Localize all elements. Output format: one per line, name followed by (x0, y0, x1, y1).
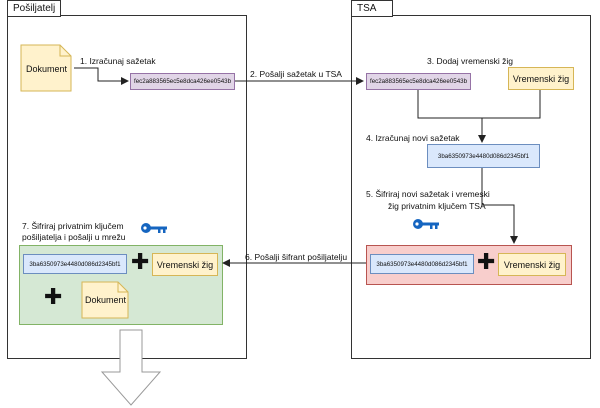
key-icon (141, 223, 167, 233)
hash-box-tsa: fec2a883565ec5e8dca426ee0543b (366, 73, 471, 90)
timestamp-box-tsa: Vremenski žig (508, 67, 574, 90)
arrow-doc-to-hash (74, 67, 129, 85)
step-6-label: 6. Pošalji šifrant pošiljatelju (245, 252, 348, 262)
step-3-label: 3. Dodaj vremenski žig (427, 56, 513, 66)
plus-icon: ✚ (477, 250, 496, 275)
arrow-ts-to-new (482, 89, 541, 119)
plus-icon: ✚ (131, 250, 150, 275)
step-4-label: 4. Izračunaj novi sažetak (366, 133, 460, 143)
hash-box-new-tsa: 3ba6350973e4480d086d2345bf1 (370, 254, 474, 274)
step-5-label-line2: žig privatnim ključem TSA (388, 201, 486, 211)
step-2-label: 2. Pošalji sažetak u TSA (250, 69, 342, 79)
step-7-label-line1: 7. Šifriraj privatnim ključem (22, 221, 124, 231)
timestamp-box-signed: Vremenski žig (498, 253, 566, 276)
document-label: Dokument (26, 64, 68, 74)
document-icon (20, 44, 72, 92)
step-7-label-line2: pošiljatelja i pošalji u mrežu (22, 232, 126, 242)
sender-lane-title: Pošiljatelj (7, 0, 62, 17)
hash-box-new-sender: 3ba6350973e4480d086d2345bf1 (23, 254, 127, 274)
plus-icon: ✚ (44, 285, 63, 310)
hash-box-new: 3ba6350973e4480d086d2345bf1 (427, 144, 540, 168)
document-icon (81, 281, 129, 319)
tsa-lane-title: TSA (351, 0, 393, 17)
arrow-hash-to-new (417, 89, 486, 143)
arrow-new-to-signed (481, 167, 518, 244)
down-arrow-icon (100, 329, 162, 406)
step-1-label: 1. Izračunaj sažetak (80, 56, 156, 66)
key-icon (413, 219, 439, 229)
hash-box-original: fec2a883565ec5e8dca426ee0543b (130, 73, 235, 90)
timestamp-box-sender: Vremenski žig (152, 253, 218, 276)
step-5-label-line1: 5. Šifriraj novi sažetak i vremeski (366, 189, 490, 199)
document-label-bottom: Dokument (85, 295, 127, 305)
